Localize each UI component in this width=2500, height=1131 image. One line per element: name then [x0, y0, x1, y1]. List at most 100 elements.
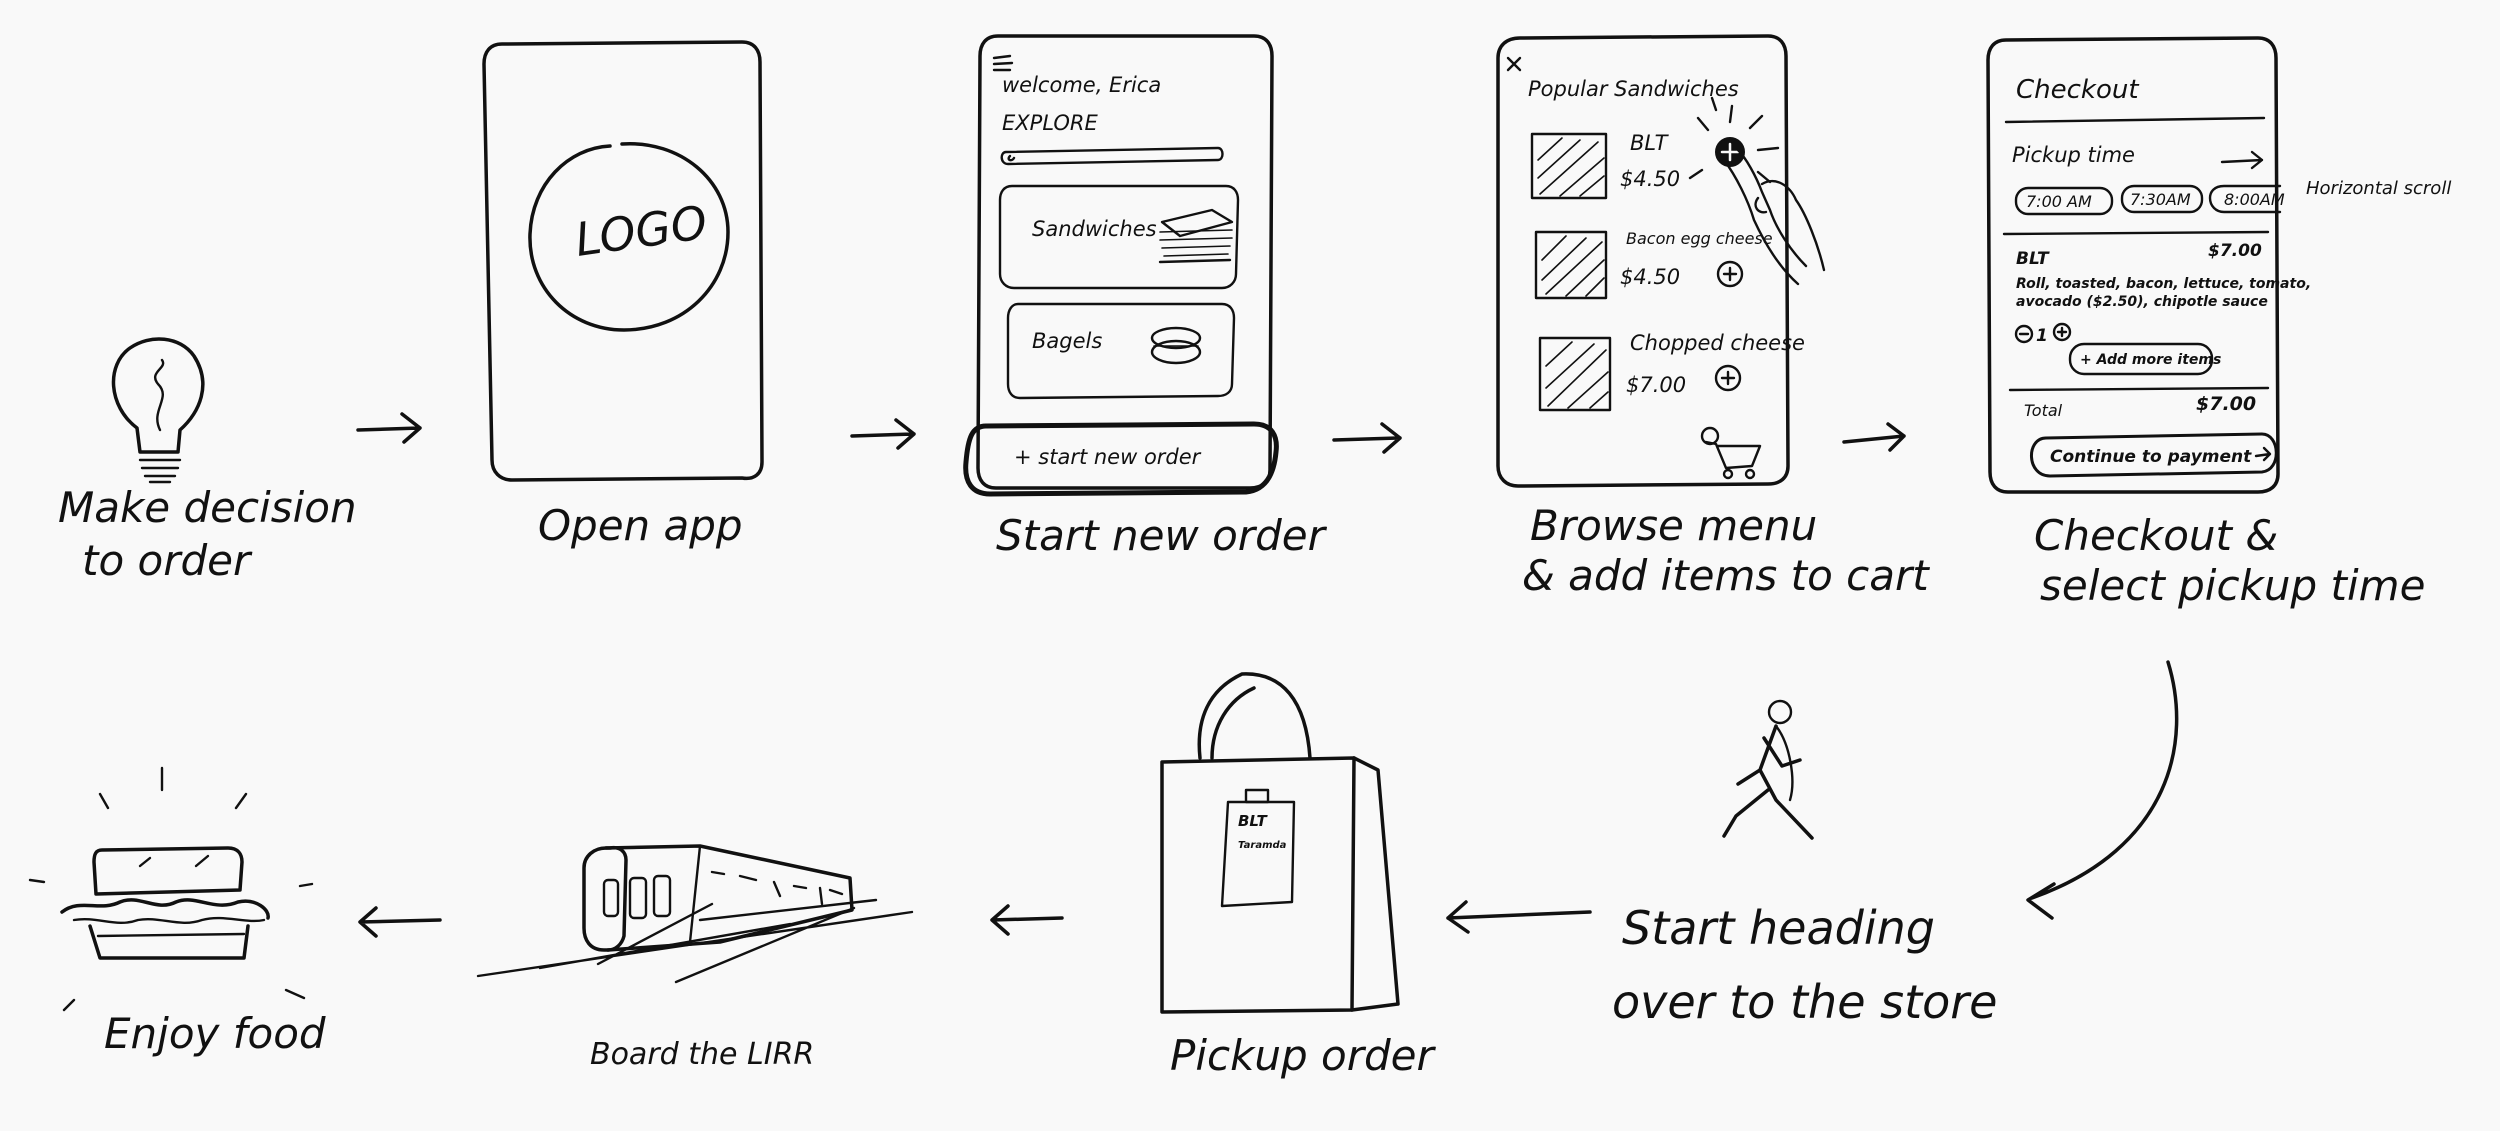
arrow-2 — [850, 418, 916, 450]
time-chip-800[interactable]: 8:00AM — [2208, 184, 2285, 214]
caption-checkout-line1: Checkout & — [2034, 511, 2278, 560]
caption-browse-line2: & add items to cart — [1522, 551, 1930, 600]
caption-enjoy-food: Enjoy food — [104, 1009, 326, 1058]
time-chip-700[interactable]: 7:00 AM — [2014, 186, 2114, 216]
minus-button[interactable] — [2014, 324, 2034, 344]
hand-pointer-icon — [1722, 148, 1826, 286]
quantity-stepper[interactable]: 1 — [2014, 322, 2072, 346]
explore-title: EXPLORE — [1002, 111, 1098, 135]
step-checkout: Checkout Pickup time 7:00 AM 7:30AM 8:00… — [1986, 36, 2451, 610]
menu-item-price: $4.50 — [1620, 265, 1680, 289]
add-item-button[interactable] — [1716, 260, 1744, 288]
start-new-order-label: + start new order — [1014, 445, 1202, 469]
phone-frame-home — [976, 34, 1274, 490]
search-bar[interactable] — [1000, 146, 1224, 166]
step-board-lirr: Board the LIRR — [476, 844, 914, 1072]
phone-frame-splash — [482, 40, 764, 482]
line-item-name: BLT — [2016, 249, 2050, 269]
continue-to-payment-button[interactable]: Continue to payment — [2030, 432, 2278, 478]
time-chip-label: 7:00 AM — [2026, 192, 2092, 211]
quantity-value: 1 — [2036, 326, 2048, 346]
pickup-time-label: Pickup time — [2012, 143, 2135, 167]
add-item-button-pressed[interactable] — [1715, 137, 1745, 167]
add-more-items-button[interactable]: + Add more items — [2068, 342, 2221, 376]
menu-title: Popular Sandwiches — [1528, 77, 1739, 101]
phone-frame-menu — [1496, 34, 1790, 488]
arrow-7 — [990, 904, 1064, 936]
add-more-items-label: + Add more items — [2080, 352, 2221, 368]
continue-to-payment-label: Continue to payment — [2050, 447, 2252, 467]
caption-head-to-store-line1: Start heading — [1622, 901, 1935, 955]
divider — [2004, 116, 2266, 124]
checkout-title: Checkout — [2016, 75, 2139, 105]
menu-item-name: Chopped cheese — [1630, 331, 1805, 355]
arrow-4 — [1842, 422, 1906, 452]
step-head-to-store: Start heading over to the store — [1612, 699, 1997, 1029]
add-item-button[interactable] — [1714, 364, 1742, 392]
category-label-sandwiches: Sandwiches — [1032, 217, 1157, 241]
cart-icon[interactable] — [1700, 426, 1762, 480]
menu-item-price: $7.00 — [1626, 373, 1686, 397]
food-image-placeholder — [1538, 336, 1612, 412]
plus-button[interactable] — [2052, 322, 2072, 342]
menu-item-chopped-cheese[interactable]: Chopped cheese $7.00 — [1538, 331, 1805, 412]
menu-item-blt[interactable]: BLT $4.50 — [1530, 96, 1826, 286]
time-chip-label: 8:00AM — [2224, 190, 2285, 209]
divider — [2002, 230, 2270, 236]
step-pickup-order: BLT Taramda Pickup order — [1160, 672, 1437, 1080]
caption-make-decision-line2: to order — [82, 536, 253, 585]
start-new-order-button[interactable]: + start new order — [963, 421, 1279, 497]
lightbulb-icon — [111, 337, 205, 484]
hamburger-menu-icon[interactable] — [992, 54, 1014, 72]
horizontal-scroll-note: Horizontal scroll — [2306, 178, 2451, 199]
phone-frame-checkout — [1986, 36, 2280, 494]
arrow-1 — [356, 412, 422, 444]
sandwich-icon — [1158, 208, 1234, 264]
shopping-bag-icon: BLT Taramda — [1160, 672, 1400, 1014]
menu-item-name: Bacon egg cheese — [1626, 229, 1773, 248]
walking-person-icon — [1722, 699, 1814, 840]
step-enjoy-food: Enjoy food — [28, 766, 326, 1058]
step-browse-menu: Popular Sandwiches BLT $4.50 — [1496, 34, 1930, 600]
line-item-price: $7.00 — [2208, 241, 2262, 261]
caption-make-decision-line1: Make decision — [58, 483, 357, 532]
arrow-8 — [358, 906, 442, 938]
arrow-5-curved — [2026, 660, 2179, 920]
tag-line2: Taramda — [1238, 840, 1287, 851]
close-icon[interactable] — [1506, 56, 1522, 72]
cart-line-item: BLT $7.00 Roll, toasted, bacon, lettuce,… — [2016, 241, 2311, 310]
logo-circle: LOGO — [528, 142, 730, 332]
food-image-placeholder — [1534, 230, 1608, 300]
divider — [2008, 386, 2270, 392]
step-open-app: LOGO Open app — [482, 40, 764, 550]
train-icon — [476, 844, 914, 984]
receipt-tag: BLT Taramda — [1220, 788, 1296, 908]
arrow-6 — [1446, 900, 1592, 934]
caption-open-app: Open app — [538, 501, 743, 550]
total-label: Total — [2024, 401, 2063, 420]
time-chip-label: 7:30AM — [2130, 190, 2191, 209]
category-card-bagels[interactable]: Bagels — [1006, 302, 1236, 400]
menu-item-price: $4.50 — [1620, 167, 1680, 191]
bagel-icon — [1150, 326, 1202, 365]
menu-item-bacon-egg-cheese[interactable]: Bacon egg cheese $4.50 — [1534, 229, 1773, 300]
caption-head-to-store-line2: over to the store — [1612, 975, 1997, 1029]
line-item-desc-1: Roll, toasted, bacon, lettuce, tomato, — [2016, 276, 2311, 292]
caption-board-lirr: Board the LIRR — [590, 1037, 814, 1072]
arrow-right-icon — [2254, 446, 2272, 462]
step-start-new-order: welcome, Erica EXPLORE Sandwiches Bagels — [963, 34, 1328, 560]
logo-text: LOGO — [572, 195, 711, 267]
time-chip-730[interactable]: 7:30AM — [2120, 184, 2204, 214]
menu-item-name: BLT — [1630, 131, 1670, 155]
arrow-3 — [1332, 422, 1402, 454]
total-value: $7.00 — [2196, 393, 2256, 415]
caption-checkout-line2: select pickup time — [2040, 561, 2425, 610]
line-item-desc-2: avocado ($2.50), chipotle sauce — [2016, 294, 2268, 310]
caption-start-new-order: Start new order — [996, 511, 1328, 560]
sandwich-burst-icon — [28, 766, 314, 1012]
tag-line1: BLT — [1238, 812, 1269, 830]
search-icon — [1007, 154, 1016, 162]
category-label-bagels: Bagels — [1032, 329, 1102, 353]
greeting-text: welcome, Erica — [1002, 73, 1161, 97]
category-card-sandwiches[interactable]: Sandwiches — [998, 184, 1240, 290]
